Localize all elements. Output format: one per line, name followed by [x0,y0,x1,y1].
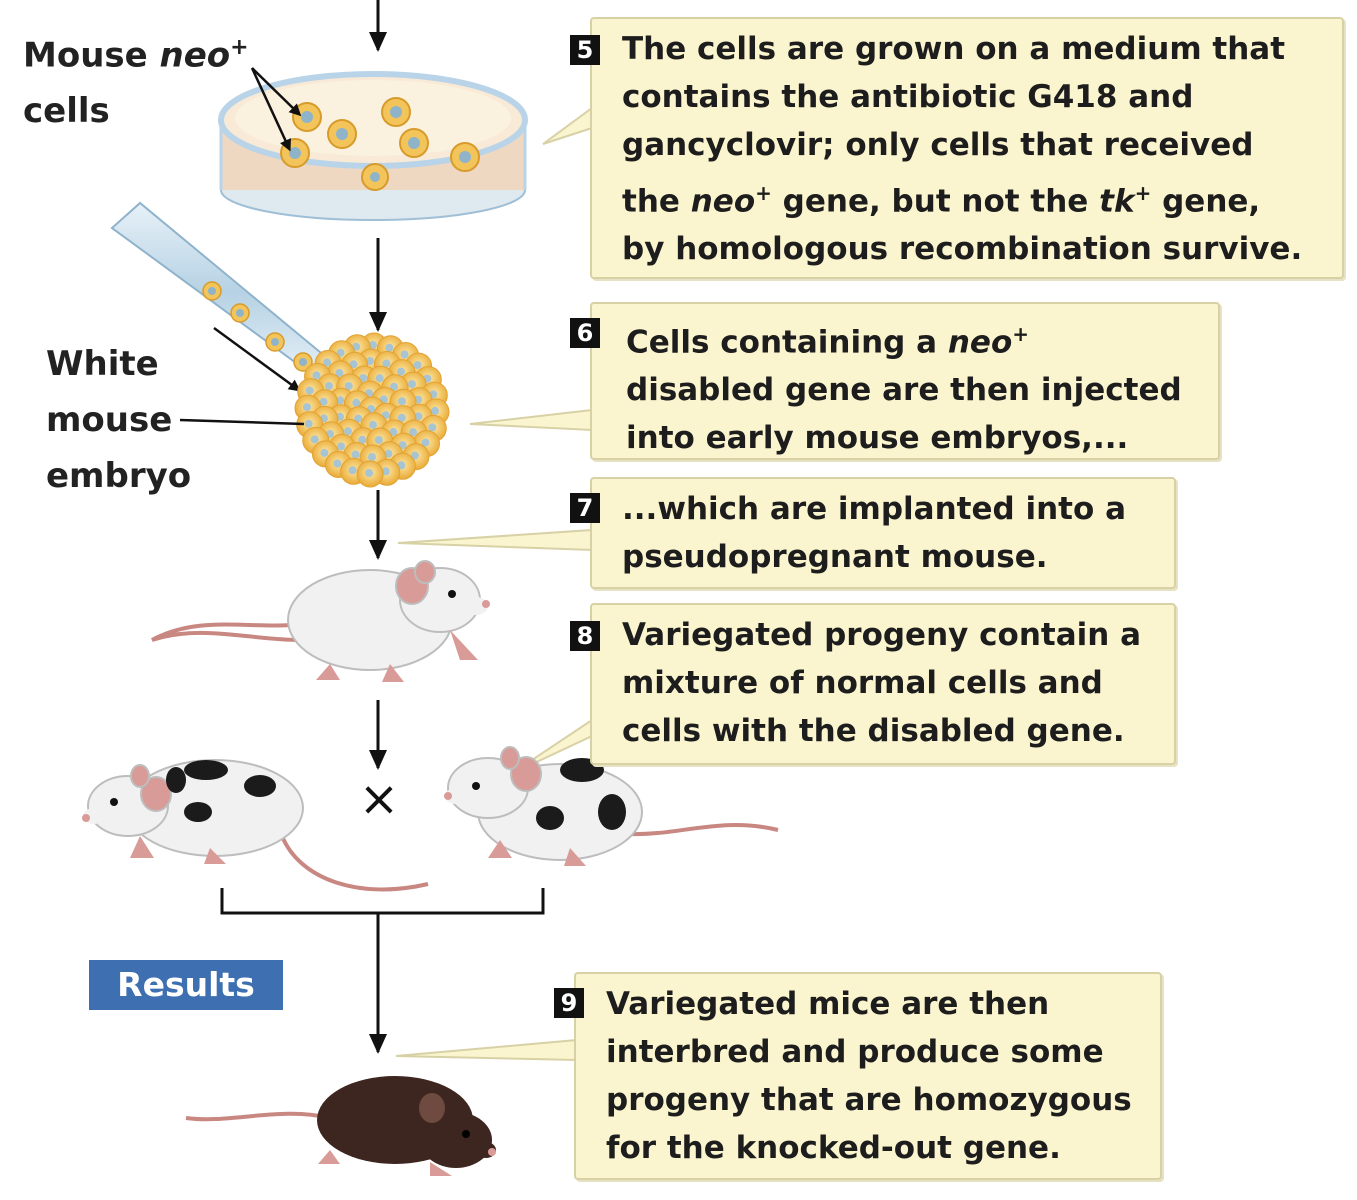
step-5-line-2: contains the antibiotic G418 and [622,79,1194,115]
step-8-number: 8 [570,621,600,651]
embryo-cluster [294,332,450,488]
embryo-cell-nucleus [354,414,363,423]
step-6-line-3: into early mouse embryos,... [626,420,1129,457]
variegated-mouse-right [444,746,779,866]
step-5-line-3: gancyclovir; only cells that received [622,127,1254,163]
embryo-cell-nucleus [344,382,353,390]
step-6-line-2: disabled gene are then injected [626,372,1182,409]
step-5-callout: 5 The cells are grown on a medium that c… [570,17,1344,279]
knockout-mouse-brown [185,1076,496,1176]
cross-bracket [220,888,545,930]
step-5-line-1: The cells are grown on a medium that [622,31,1286,67]
embryo-cell-nucleus [408,380,416,389]
embryo-cell-nucleus [382,359,391,368]
step-9-line-2: interbred and produce some [606,1034,1104,1070]
step-5-number: 5 [570,35,600,65]
step-8-callout: 8 Variegated progeny contain a mixture o… [570,603,1176,765]
embryo-cell-nucleus [428,423,437,432]
embryo-cell-nucleus [358,435,367,444]
embryo-cell-nucleus [369,420,377,429]
embryo-cell-nucleus [368,453,376,461]
embryo-cell-nucleus [351,450,360,459]
step-9-number: 9 [554,988,584,1018]
embryo-cell-nucleus [384,449,393,458]
cross-symbol: × [359,771,399,827]
embryo-cell-nucleus [312,371,321,380]
embryo-cell-nucleus [348,466,357,475]
embryo-cell-nucleus [381,467,390,476]
embryo-cell-nucleus [336,348,345,357]
step-7-number: 7 [570,493,600,523]
step-6-line-1: Cells containing a neo+ [626,322,1030,361]
injection-pipette [110,201,340,384]
embryo-cell-nucleus [431,406,439,415]
embryo-cell-nucleus [397,367,405,376]
step-9-callout: 9 Variegated mice are then interbred and… [554,972,1162,1180]
embryo-cell-nucleus [352,342,361,351]
mouse-neo-cells-label: Mouse neo+ cells [23,35,249,132]
embryo-cell-nucleus [303,403,311,412]
embryo-cell-nucleus [310,435,319,444]
step-8-line-2: mixture of normal cells and [622,665,1103,701]
embryo-cell-nucleus [414,412,423,421]
step-8-line-3: cells with the disabled gene. [622,713,1125,749]
embryo-cell-nucleus [336,396,345,405]
embryo-cell-nucleus [368,341,377,349]
step-7-line-2: pseudopregnant mouse. [622,539,1048,575]
step-6-callout: 6 Cells containing a neo+ disabled gene … [570,302,1220,460]
step-5-line-5: by homologous recombination survive. [622,231,1303,268]
embryo-cell-nucleus [409,428,418,437]
embryo-cell-nucleus [344,427,352,436]
neo-label-pointers [250,67,302,152]
embryo-cell-nucleus [397,413,406,422]
variegated-mouse-left [82,759,429,892]
step-7-callout: 7 ...which are implanted into a pseudopr… [570,477,1176,589]
embryo-cell-nucleus [335,368,344,377]
embryo-cell-nucleus [349,360,358,369]
step-9-line-4: for the knocked-out gene. [606,1130,1061,1166]
pseudopregnant-mouse [151,560,490,682]
embryo-cell-nucleus [323,358,332,367]
embryo-cell-nucleus [304,419,313,428]
step-9-line-1: Variegated mice are then [606,986,1050,1022]
embryo-cell-nucleus [366,357,374,365]
embryo-cell-nucleus [421,438,430,447]
embryo-cell-nucleus [374,436,383,444]
embryo-cell-nucleus [400,350,409,359]
embryo-cell-nucleus [337,442,345,451]
step-6-number: 6 [570,318,600,348]
embryo-cell-nucleus [320,448,329,457]
embryo-cell-nucleus [390,382,398,391]
white-mouse-embryo-label: White mouse embryo [46,344,192,496]
step-5-line-4: the neo+ gene, but not the tk+ gene, [622,181,1261,220]
embryo-cell-nucleus [398,441,407,450]
embryo-cell-nucleus [319,397,328,406]
embryo-cell-nucleus [324,381,333,390]
results-badge: Results [89,960,283,1010]
embryo-cell-nucleus [397,461,406,470]
embryo-cell-nucleus [375,374,384,383]
embryo-cell-nucleus [333,459,342,468]
step-7-line-1: ...which are implanted into a [622,491,1127,527]
pipette-pointer [213,326,301,392]
step-9-line-3: progeny that are homozygous [606,1082,1132,1118]
step-8-line-1: Variegated progeny contain a [622,617,1142,653]
embryo-cell-nucleus [305,386,314,395]
embryo-label-line [179,418,305,426]
embryo-cell-nucleus [365,469,374,477]
embryo-cell-nucleus [352,398,361,407]
petri-dish [218,71,528,221]
embryo-cell-nucleus [385,343,394,352]
embryo-cell-nucleus [410,451,419,460]
embryo-cell-nucleus [398,397,406,406]
embryo-cell-nucleus [413,361,422,370]
